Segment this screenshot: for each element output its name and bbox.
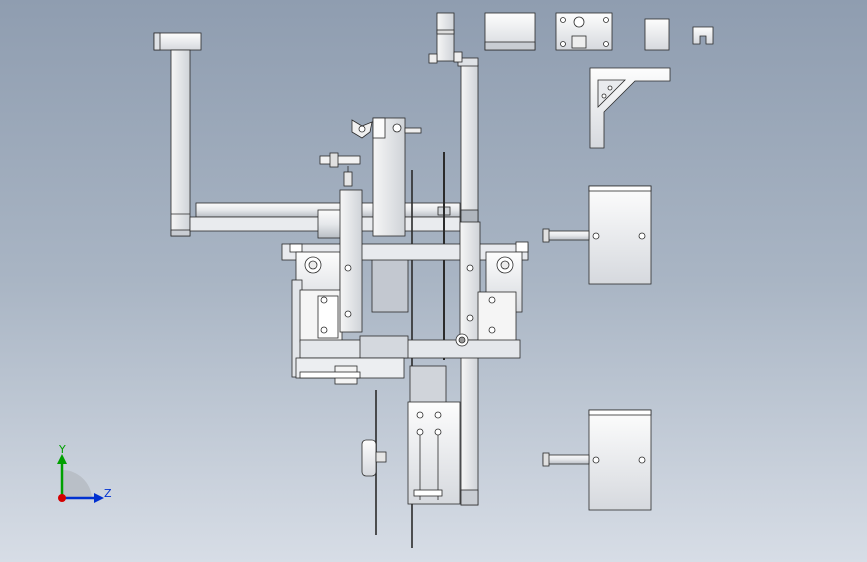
small-block[interactable] — [644, 18, 670, 51]
horizontal-shaft[interactable] — [189, 202, 461, 239]
z-axis-label: Z — [104, 487, 112, 500]
main-assembly[interactable] — [281, 189, 529, 385]
disc-cap[interactable] — [361, 439, 387, 477]
z-arrow-head-icon — [94, 493, 104, 503]
u-clip[interactable] — [692, 26, 714, 45]
rectangular-block[interactable] — [484, 12, 536, 51]
screw-pin[interactable] — [343, 166, 353, 187]
coordinate-triad: Y Z — [57, 443, 112, 503]
corner-bracket[interactable] — [589, 67, 671, 149]
slider-block[interactable] — [428, 12, 463, 64]
mounting-plate-lower[interactable] — [542, 409, 652, 511]
x-axis-dot-icon — [58, 494, 66, 502]
triad-plane-icon — [62, 469, 92, 498]
l-bracket-arm[interactable] — [153, 32, 202, 237]
linear-guide-block[interactable] — [555, 12, 613, 51]
small-screw[interactable] — [319, 152, 361, 168]
wing-nut[interactable] — [351, 119, 373, 139]
y-axis-label: Y — [58, 443, 66, 456]
lower-carriage[interactable] — [407, 365, 461, 505]
mounting-plate-upper[interactable] — [542, 185, 652, 285]
y-arrow-head-icon — [57, 454, 67, 464]
